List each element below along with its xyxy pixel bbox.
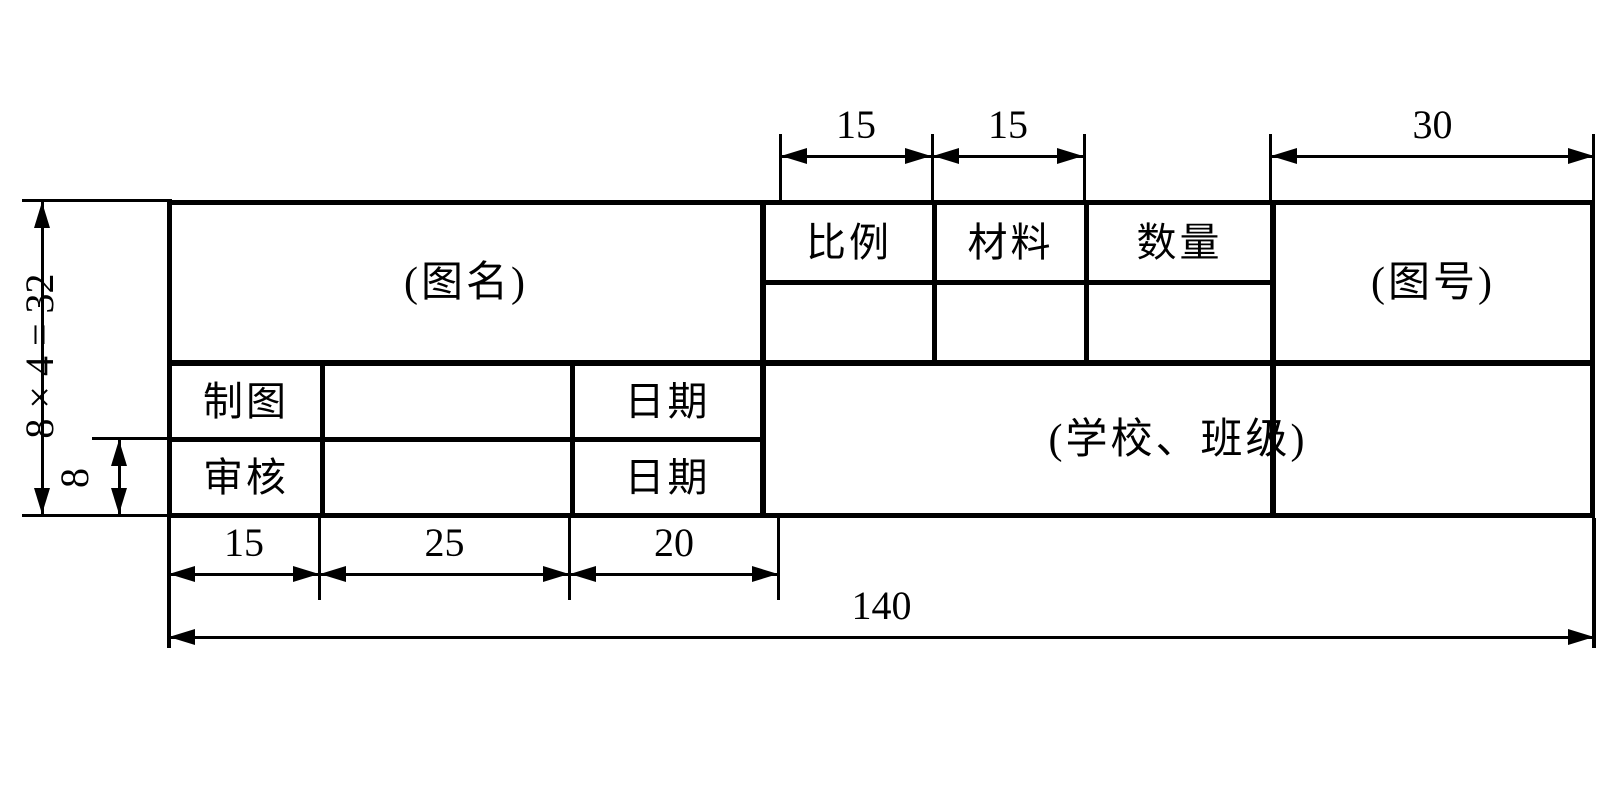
arrow-right-overall-140 <box>1568 629 1594 645</box>
rule-v-name-date <box>570 360 575 513</box>
cell-drawn-date-label: 日期 <box>624 378 711 424</box>
dimension-line-top-15b <box>933 155 1083 158</box>
extension-line-top-4 <box>1269 134 1272 202</box>
arrow-left-bottom-25 <box>320 566 346 582</box>
dimension-line-overall-140 <box>169 636 1594 639</box>
dimension-line-left-total <box>41 200 44 516</box>
arrow-left-top-15a <box>781 148 807 164</box>
rule-v-main-split <box>760 205 766 513</box>
dimension-text-left-total: 8 × 4 = 32 <box>17 273 62 439</box>
rule-h-main-split <box>172 360 1590 366</box>
cell-material-label: 材料 <box>967 219 1054 265</box>
arrow-right-bottom-25 <box>543 566 569 582</box>
dimension-text-top-15a: 15 <box>836 102 876 147</box>
rule-v-role-name <box>320 360 325 513</box>
arrow-left-bottom-20 <box>570 566 596 582</box>
arrow-down-left-total <box>34 488 50 514</box>
arrow-left-top-15b <box>933 148 959 164</box>
dimension-text-bottom-15: 15 <box>224 520 264 565</box>
dimension-line-left-row <box>118 438 121 516</box>
arrow-left-overall-140 <box>169 629 195 645</box>
cell-quantity-label: 数量 <box>1136 219 1223 265</box>
extension-line-bottom-4 <box>777 518 780 600</box>
dimension-line-bottom-20 <box>570 573 778 576</box>
title-block-table: (图名) 比例 材料 数量 (图号) 制图 日期 审核 日期 (学校、班级) <box>167 200 1595 518</box>
extension-line-top-5 <box>1592 134 1595 202</box>
dimension-line-bottom-25 <box>320 573 569 576</box>
arrow-right-top-15a <box>905 148 931 164</box>
cell-checked-by-label: 审核 <box>203 454 289 500</box>
extension-line-bottom-1 <box>167 518 171 648</box>
cell-school-class[interactable]: (学校、班级) <box>1048 416 1308 463</box>
arrow-up-left-total <box>34 202 50 228</box>
cell-checked-date-label: 日期 <box>624 454 711 500</box>
arrow-right-bottom-15 <box>293 566 319 582</box>
arrow-left-bottom-15 <box>169 566 195 582</box>
extension-line-bottom-5 <box>1592 518 1596 648</box>
cell-material-value[interactable] <box>937 285 1084 360</box>
cell-scale-value[interactable] <box>766 285 932 360</box>
extension-line-bottom-2 <box>318 518 321 600</box>
dimension-line-top-15a <box>781 155 931 158</box>
arrow-down-left-row <box>111 488 127 514</box>
arrow-right-top-30 <box>1568 148 1594 164</box>
cell-scale-label: 比例 <box>806 219 892 265</box>
dimension-text-overall-140: 140 <box>851 583 912 628</box>
extension-line-left-top <box>22 199 172 202</box>
dimension-text-bottom-20: 20 <box>654 520 694 565</box>
arrow-left-top-30 <box>1271 148 1297 164</box>
rule-v-quantity-number <box>1270 205 1276 513</box>
cell-checked-by-value[interactable] <box>325 442 570 513</box>
cell-quantity-value[interactable] <box>1089 285 1270 360</box>
dimension-line-bottom-15 <box>169 573 319 576</box>
extension-line-left-row <box>92 437 172 440</box>
extension-line-top-2 <box>931 134 934 202</box>
cell-drawn-by-value[interactable] <box>325 366 570 437</box>
dimension-text-bottom-25: 25 <box>424 520 465 565</box>
cell-drawn-by-label: 制图 <box>203 378 289 424</box>
rule-h-drawn-checked <box>172 437 766 442</box>
dimension-text-left-row: 8 <box>52 468 97 488</box>
arrow-up-left-row <box>111 440 127 466</box>
extension-line-bottom-3 <box>568 518 571 600</box>
arrow-right-top-15b <box>1057 148 1083 164</box>
extension-line-top-3 <box>1083 134 1086 202</box>
arrow-right-bottom-20 <box>752 566 778 582</box>
extension-line-left-bottom <box>22 514 172 517</box>
dimension-text-top-30: 30 <box>1412 102 1453 147</box>
rule-h-label-value <box>760 280 1276 285</box>
cell-drawing-number[interactable]: (图号) <box>1371 259 1495 306</box>
dimension-text-top-15b: 15 <box>988 102 1028 147</box>
cell-drawing-name[interactable]: (图名) <box>404 259 528 306</box>
dimension-line-top-30 <box>1271 155 1594 158</box>
extension-line-top-1 <box>779 134 782 202</box>
